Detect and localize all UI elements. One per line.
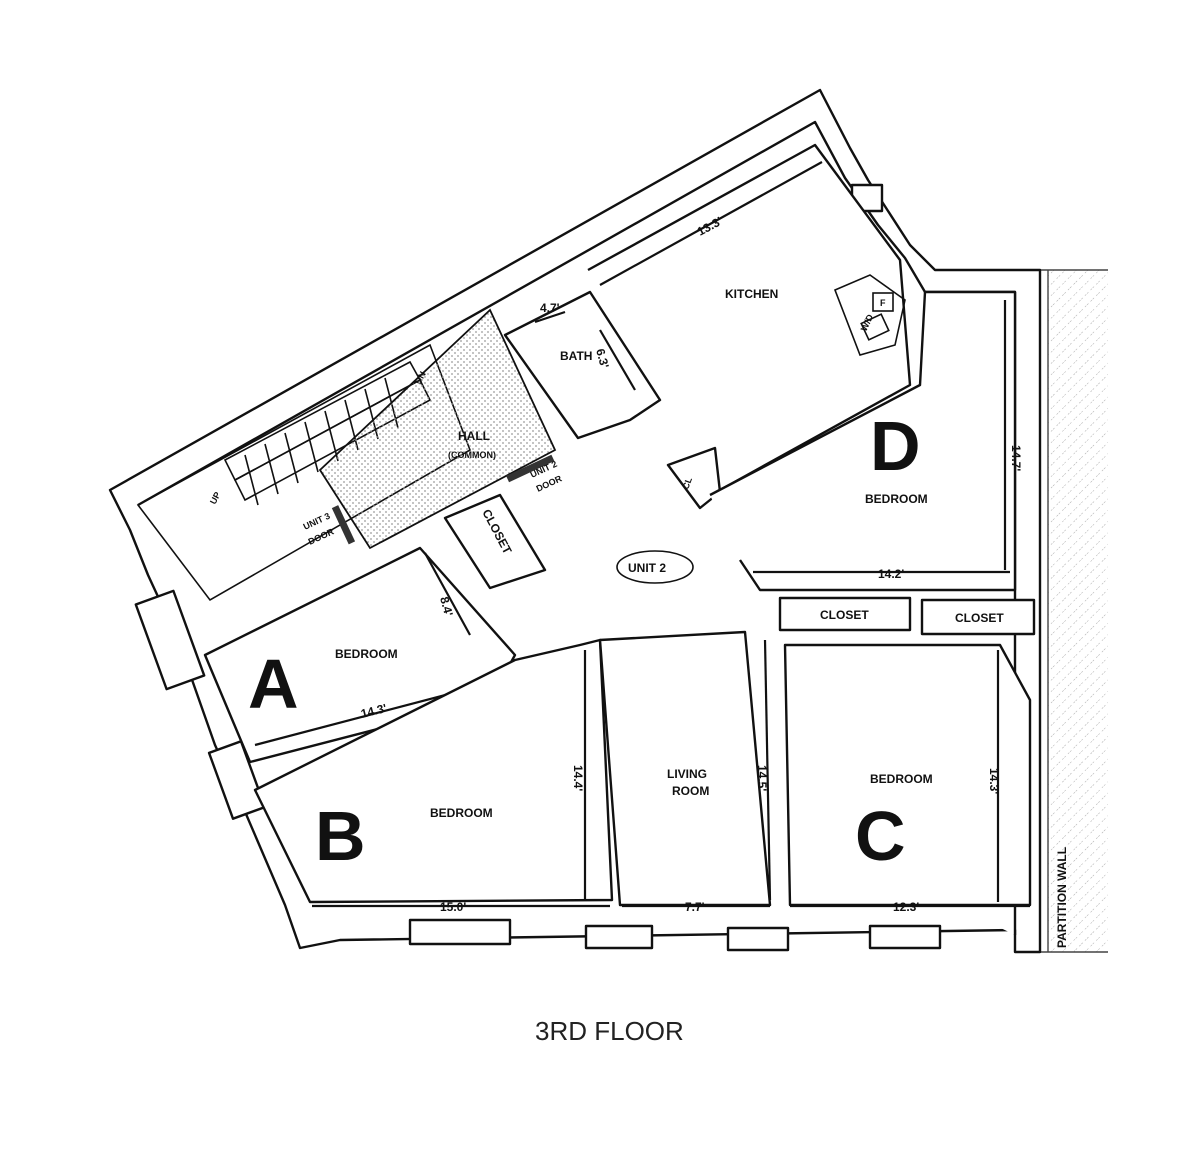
bedroom-a-height-dim: 8.4' (437, 595, 456, 618)
window (134, 589, 206, 691)
unit-2-door-marker (506, 454, 555, 483)
living-height-dim: 14.5' (755, 765, 769, 791)
window (868, 924, 942, 950)
bedroom-c-label: BEDROOM (870, 772, 933, 786)
closet-2-label: CLOSET (955, 611, 1004, 625)
bedroom-d (709, 290, 1017, 592)
floor-title: 3RD FLOOR (535, 1016, 684, 1046)
fridge (872, 292, 894, 312)
bedroom-c-height-dim: 14.3' (987, 768, 1001, 794)
living-label-2: ROOM (672, 784, 709, 798)
letter-a: A (248, 645, 299, 723)
common-hall-area (318, 308, 557, 550)
bath-width-dim: 4.7' (540, 301, 560, 315)
hall-sub-label: (COMMON) (448, 450, 496, 460)
unit-3-door-marker (331, 505, 356, 545)
partition-wall-hatch (1048, 270, 1108, 952)
bath-height-dim: 6.3' (593, 347, 612, 370)
living-width-dim: 7.7' (685, 900, 705, 914)
letter-c: C (855, 797, 906, 875)
hall-closet (443, 493, 547, 590)
bedroom-d-label: BEDROOM (865, 492, 928, 506)
window (726, 926, 790, 952)
washer-dryer (860, 313, 890, 341)
kitchen-room (587, 143, 912, 492)
bedroom-d-width-dim: 14.2' (878, 567, 904, 581)
bedroom-b-width-dim: 15.0' (440, 900, 466, 914)
unit-2-oval (616, 550, 694, 584)
living-label-1: LIVING (667, 767, 707, 781)
fridge-label: F (880, 298, 886, 308)
bedroom-b-label: BEDROOM (430, 806, 493, 820)
bedroom-c-width-dim: 12.3' (893, 900, 919, 914)
window (584, 924, 654, 950)
window (408, 918, 512, 946)
closet-1 (778, 596, 912, 632)
bedroom-a-width-dim: 14.3' (359, 701, 388, 721)
letter-d: D (870, 407, 921, 485)
bath-label: BATH (560, 349, 592, 363)
partition-wall-label: PARTITION WALL (1055, 847, 1069, 948)
bath-room (503, 290, 662, 440)
hall-label: HALL (458, 429, 490, 443)
window (207, 740, 267, 820)
letter-b: B (315, 797, 366, 875)
closet-2 (920, 598, 1036, 636)
kitchen-label: KITCHEN (725, 287, 778, 301)
bedroom-c (783, 643, 1032, 907)
bedroom-a-label: BEDROOM (335, 647, 398, 661)
unit-2-label: UNIT 2 (628, 561, 666, 575)
kitchen-counter (833, 274, 906, 356)
closet-1-label: CLOSET (820, 608, 869, 622)
bedroom-b-height-dim: 14.4' (571, 765, 585, 791)
cl-label: CL (680, 476, 694, 491)
bedroom-d-height-dim: 14.7' (1009, 445, 1023, 471)
